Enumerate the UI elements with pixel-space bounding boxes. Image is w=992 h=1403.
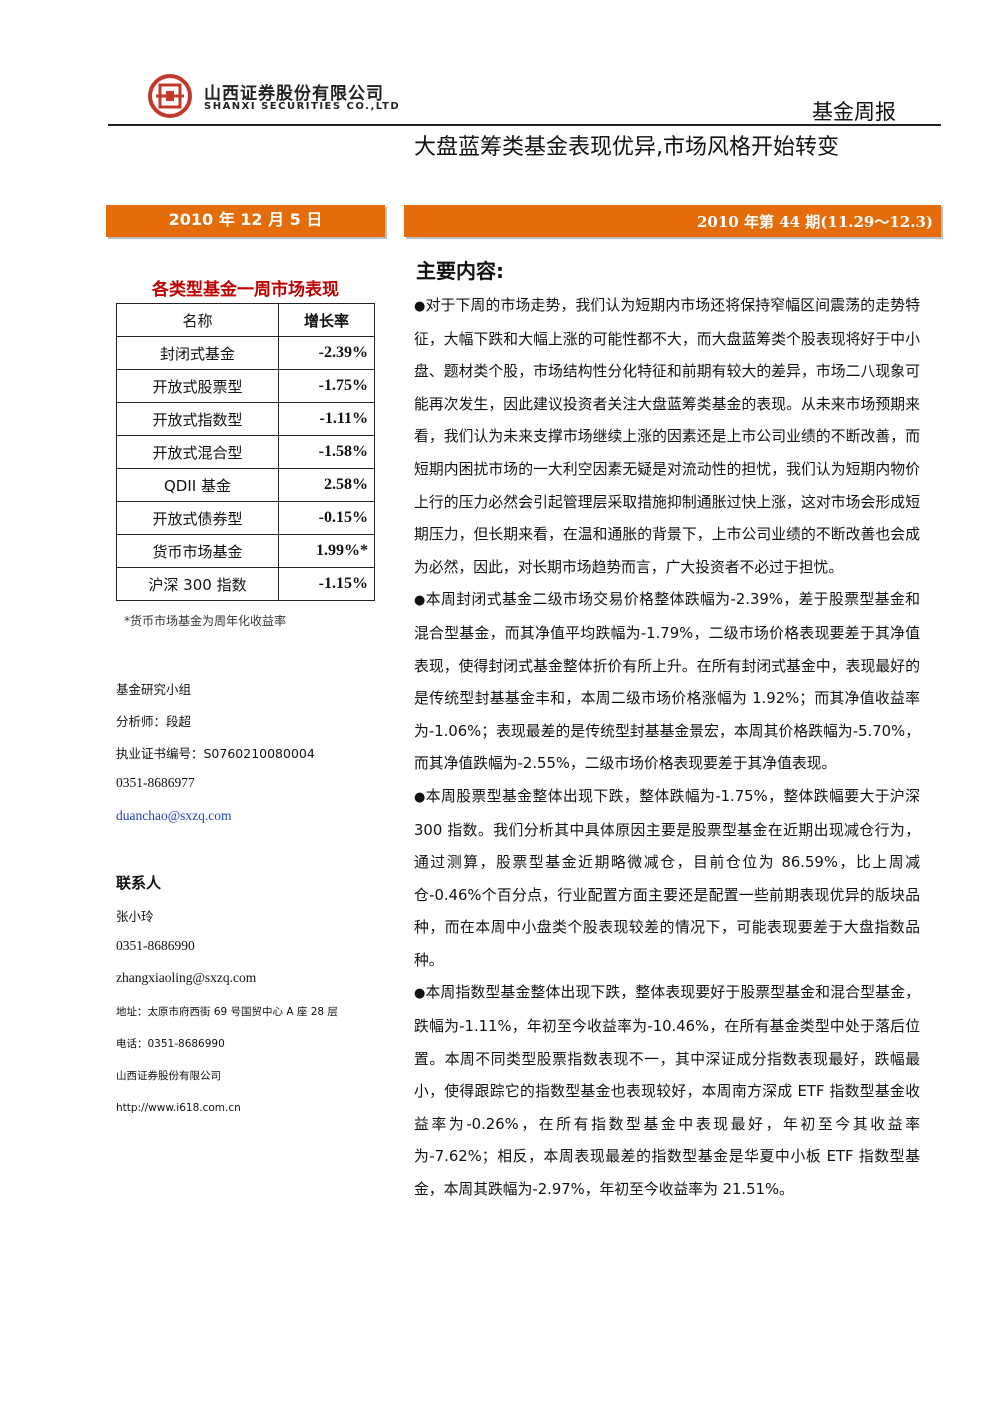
bullet-icon: ● [414, 593, 426, 609]
company-website-link[interactable]: http://www.i618.com.cn [116, 1102, 241, 1114]
analyst-email-link[interactable]: duanchao@sxzq.com [116, 808, 232, 823]
table-row: 开放式债券型-0.15% [116, 501, 375, 535]
paragraph-equity: ●本周股票型基金整体出现下跌，整体跌幅为-1.75%，整体跌幅要大于沪深 300… [414, 781, 920, 978]
fund-type: 开放式债券型 [116, 501, 279, 535]
company-name-en: SHANXI SECURITIES CO.,LTD [204, 101, 401, 112]
paragraph-text: 本周指数型基金整体出现下跌，整体表现要好于股票型基金和混合型基金，跌幅为-1.1… [414, 984, 920, 1199]
fund-type: 沪深 300 指数 [116, 567, 279, 601]
paragraph-outlook: ●对于下周的市场走势，我们认为短期内市场还将保持窄幅区间震荡的走势特征，大幅下跌… [414, 290, 920, 584]
fund-rate: -1.58% [278, 435, 375, 469]
date-bar: 2010 年 12 月 5 日 [106, 205, 385, 237]
fund-type: 开放式混合型 [116, 435, 279, 469]
bullet-icon: ● [414, 789, 426, 805]
col-header-name: 名称 [116, 303, 279, 337]
issue-bar: 2010 年第 44 期(11.29～12.3) [404, 205, 941, 237]
contact-name: 张小玲 [116, 909, 154, 924]
fund-type: 开放式指数型 [116, 402, 279, 436]
bullet-icon: ● [414, 986, 426, 1002]
report-headline: 大盘蓝筹类基金表现优异,市场风格开始转变 [414, 135, 839, 160]
company-logo-icon [148, 74, 192, 118]
table-row: 开放式股票型-1.75% [116, 369, 375, 403]
main-body: ●对于下周的市场走势，我们认为短期内市场还将保持窄幅区间震荡的走势特征，大幅下跌… [414, 290, 920, 1207]
paragraph-text: 本周股票型基金整体出现下跌，整体跌幅为-1.75%，整体跌幅要大于沪深 300 … [414, 787, 921, 969]
perf-table-title: 各类型基金一周市场表现 [152, 280, 339, 300]
perf-table: 名称 增长率 封闭式基金-2.39% 开放式股票型-1.75% 开放式指数型-1… [116, 303, 375, 601]
analyst-cert: 执业证书编号：S0760210080004 [116, 746, 315, 761]
contact-phone: 0351-8686990 [116, 938, 195, 953]
paragraph-closed-end: ●本周封闭式基金二级市场交易价格整体跌幅为-2.39%，差于股票型基金和混合型基… [414, 584, 920, 781]
analyst-name: 分析师：段超 [116, 714, 192, 729]
paragraph-text: 本周封闭式基金二级市场交易价格整体跌幅为-2.39%，差于股票型基金和混合型基金… [414, 591, 921, 773]
contact-heading: 联系人 [116, 874, 162, 892]
fund-rate: -1.15% [278, 567, 375, 601]
paragraph-text: 对于下周的市场走势，我们认为短期内市场还将保持窄幅区间震荡的走势特征，大幅下跌和… [414, 297, 920, 576]
analyst-group: 基金研究小组 [116, 682, 192, 697]
table-row: 封闭式基金-2.39% [116, 336, 375, 370]
contact-company: 山西证券股份有限公司 [116, 1070, 221, 1082]
doc-type-label: 基金周报 [812, 100, 896, 124]
header-divider [108, 124, 941, 126]
analyst-phone: 0351-8686977 [116, 775, 195, 790]
perf-table-header: 名称 增长率 [116, 303, 375, 337]
bullet-icon: ● [414, 299, 426, 314]
fund-rate: -1.75% [278, 369, 375, 403]
fund-rate: -0.15% [278, 501, 375, 535]
fund-rate: -2.39% [278, 336, 375, 370]
fund-type: 封闭式基金 [116, 336, 279, 370]
col-header-rate: 增长率 [278, 303, 375, 337]
fund-type: 货币市场基金 [116, 534, 279, 568]
table-row: 开放式混合型-1.58% [116, 435, 375, 469]
fund-rate: 1.99%* [278, 534, 375, 568]
contact-address: 地址：太原市府西街 69 号国贸中心 A 座 28 层 [116, 1006, 338, 1018]
paragraph-index: ●本周指数型基金整体出现下跌，整体表现要好于股票型基金和混合型基金，跌幅为-1.… [414, 977, 920, 1206]
fund-type: 开放式股票型 [116, 369, 279, 403]
contact-tel: 电话：0351-8686990 [116, 1038, 225, 1050]
company-name-cn: 山西证券股份有限公司 [204, 84, 384, 104]
table-row: 开放式指数型-1.11% [116, 402, 375, 436]
fund-type: QDII 基金 [116, 468, 279, 502]
fund-rate: 2.58% [278, 468, 375, 502]
main-section-title: 主要内容: [416, 259, 504, 283]
contact-email: zhangxiaoling@sxzq.com [116, 970, 257, 985]
fund-rate: -1.11% [278, 402, 375, 436]
perf-table-note: *货币市场基金为周年化收益率 [124, 614, 287, 628]
table-row: 沪深 300 指数-1.15% [116, 567, 375, 601]
